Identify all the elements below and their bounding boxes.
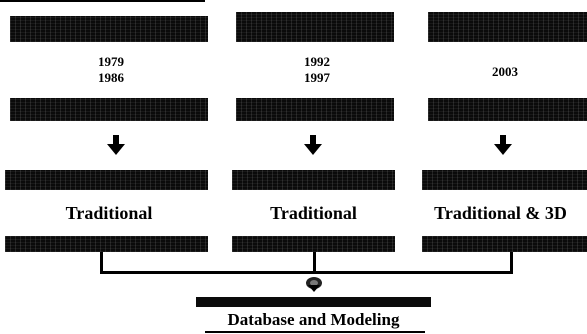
connector-col1-vertical — [100, 252, 103, 274]
col1-top-bar — [10, 16, 208, 42]
col3-mid-bar — [428, 98, 587, 121]
col2-top-bar — [236, 12, 394, 42]
col3-method-bar-top — [422, 170, 587, 190]
col2-year-2: 1997 — [304, 70, 330, 85]
col2-method-bar-bottom — [232, 236, 395, 252]
col3-method-bar-bottom — [422, 236, 587, 252]
down-arrow-icon — [494, 135, 512, 155]
merge-icon — [306, 277, 322, 292]
final-underline — [205, 331, 425, 333]
top-edge-line — [0, 0, 205, 2]
col3-year-1: 2003 — [492, 64, 518, 79]
col3-method-label: Traditional & 3D — [434, 203, 567, 223]
connector-horizontal — [100, 271, 513, 274]
col3-top-bar — [428, 12, 587, 42]
connector-col3-vertical — [510, 252, 513, 274]
down-arrow-icon — [304, 135, 322, 155]
col2-method-label: Traditional — [270, 203, 357, 223]
col1-year-1: 1979 — [98, 54, 124, 69]
col1-mid-bar — [10, 98, 208, 121]
col2-year-1: 1992 — [304, 54, 330, 69]
col1-year-2: 1986 — [98, 70, 124, 85]
final-label: Database and Modeling — [227, 310, 400, 329]
col1-method-bar-top — [5, 170, 208, 190]
col2-mid-bar — [236, 98, 394, 121]
col2-method-bar-top — [232, 170, 395, 190]
final-top-bar — [196, 297, 431, 307]
col1-method-bar-bottom — [5, 236, 208, 252]
col1-method-label: Traditional — [65, 203, 153, 223]
connector-col2-vertical — [313, 252, 316, 274]
down-arrow-icon — [107, 135, 125, 155]
